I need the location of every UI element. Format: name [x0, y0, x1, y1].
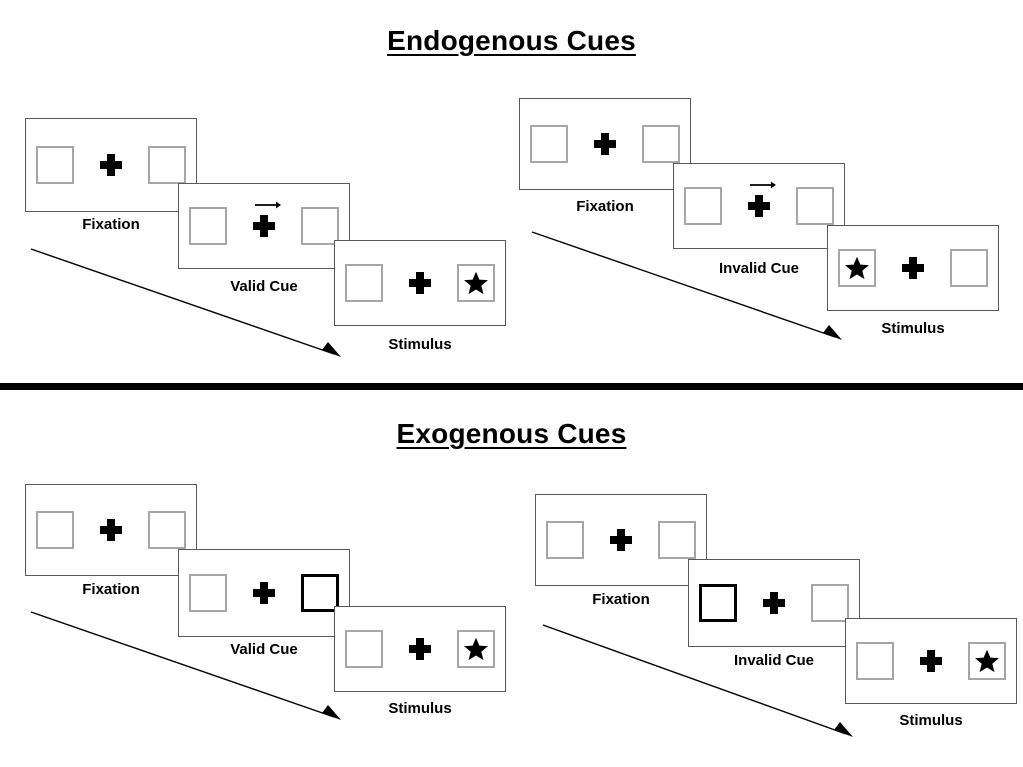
star-icon: [845, 256, 869, 280]
plus-cross-icon: [409, 272, 431, 294]
panel-content: [26, 485, 196, 575]
right-box: [301, 207, 339, 245]
fixation-cross-wrap: [902, 257, 924, 279]
right-box: [148, 146, 186, 184]
left-box: [345, 630, 383, 668]
plus-cross-icon: [253, 582, 275, 604]
plus-cross-icon: [409, 638, 431, 660]
panel-label-stimulus: Stimulus: [388, 700, 452, 717]
panel-label-fixation: Fixation: [576, 198, 634, 215]
panel-endogenous-invalid-cue: [673, 163, 845, 249]
fixation-cross-wrap: [763, 592, 785, 614]
fixation-cross-wrap: [610, 529, 632, 551]
panel-exogenous-invalid-cue: [688, 559, 860, 647]
fixation-cross-wrap: [409, 638, 431, 660]
fixation-cross-wrap: [409, 272, 431, 294]
panel-label-stimulus: Stimulus: [388, 336, 452, 353]
panel-content: [674, 164, 844, 248]
panel-content: [335, 241, 505, 325]
panel-label-fixation: Fixation: [82, 216, 140, 233]
star-icon: [464, 271, 488, 295]
panel-exogenous-invalid-fixation: [535, 494, 707, 586]
diagonal-arrow-icon: [531, 231, 842, 340]
panel-content: [846, 619, 1016, 703]
right-box: [950, 249, 988, 287]
panel-endogenous-valid-stimulus: [334, 240, 506, 326]
plus-cross-icon: [920, 650, 942, 672]
right-box: [457, 264, 495, 302]
left-box: [345, 264, 383, 302]
panel-label-valid-cue: Valid Cue: [230, 641, 298, 658]
section-divider: [0, 383, 1023, 390]
fixation-cross-wrap: [253, 582, 275, 604]
plus-cross-icon: [253, 215, 275, 237]
panel-content: [335, 607, 505, 691]
star-icon: [464, 637, 488, 661]
right-box: [457, 630, 495, 668]
panel-label-fixation: Fixation: [82, 581, 140, 598]
panel-label-invalid-cue: Invalid Cue: [718, 260, 800, 277]
fixation-cross-wrap: [594, 133, 616, 155]
right-box: [811, 584, 849, 622]
left-box: [530, 125, 568, 163]
left-box: [838, 249, 876, 287]
left-box: [189, 207, 227, 245]
panel-endogenous-valid-fixation: [25, 118, 197, 212]
arrow-right-icon: [255, 201, 281, 209]
panel-content: [179, 184, 349, 268]
panel-content: [689, 560, 859, 646]
panel-content: [179, 550, 349, 636]
plus-cross-icon: [902, 257, 924, 279]
plus-cross-icon: [594, 133, 616, 155]
panel-label-stimulus: Stimulus: [881, 320, 945, 337]
panel-label-fixation: Fixation: [592, 591, 650, 608]
fixation-cross-wrap: [920, 650, 942, 672]
diagonal-arrow-icon: [30, 611, 341, 720]
panel-exogenous-invalid-stimulus: [845, 618, 1017, 704]
fixation-cross-wrap: [100, 519, 122, 541]
right-box-highlighted: [301, 574, 339, 612]
right-box: [642, 125, 680, 163]
section-title-exogenous: Exogenous Cues: [396, 418, 627, 449]
plus-cross-icon: [610, 529, 632, 551]
panel-label-invalid-cue: Invalid Cue: [733, 652, 815, 669]
section-endogenous: Endogenous Cues Fixation Valid Cue: [25, 25, 999, 357]
panel-exogenous-valid-stimulus: [334, 606, 506, 692]
plus-cross-icon: [100, 519, 122, 541]
panel-label-valid-cue: Valid Cue: [230, 278, 298, 295]
plus-cross-icon: [763, 592, 785, 614]
left-box: [546, 521, 584, 559]
left-box: [36, 511, 74, 549]
section-title-endogenous: Endogenous Cues: [387, 25, 636, 56]
right-box: [148, 511, 186, 549]
arrow-right-icon: [750, 181, 776, 189]
panel-exogenous-valid-cue: [178, 549, 350, 637]
right-box: [796, 187, 834, 225]
panel-content: [26, 119, 196, 211]
panel-endogenous-valid-cue: [178, 183, 350, 269]
left-box: [684, 187, 722, 225]
star-icon: [975, 649, 999, 673]
panel-endogenous-invalid-stimulus: [827, 225, 999, 311]
left-box: [856, 642, 894, 680]
fixation-cross-wrap: [100, 154, 122, 176]
diagonal-arrow-icon: [542, 624, 853, 737]
panel-content: [536, 495, 706, 585]
panel-exogenous-valid-fixation: [25, 484, 197, 576]
panel-content: [520, 99, 690, 189]
fixation-cross-wrap: [253, 201, 281, 237]
plus-cross-icon: [748, 195, 770, 217]
panel-content: [828, 226, 998, 310]
plus-cross-icon: [100, 154, 122, 176]
panel-endogenous-invalid-fixation: [519, 98, 691, 190]
section-exogenous: Exogenous Cues Fixation Valid Cue: [0, 396, 1023, 767]
left-box: [189, 574, 227, 612]
panel-label-stimulus: Stimulus: [899, 712, 963, 729]
right-box: [968, 642, 1006, 680]
diagonal-arrow-icon: [30, 248, 341, 357]
right-box: [658, 521, 696, 559]
left-box: [36, 146, 74, 184]
fixation-cross-wrap: [748, 181, 776, 217]
left-box-highlighted: [699, 584, 737, 622]
